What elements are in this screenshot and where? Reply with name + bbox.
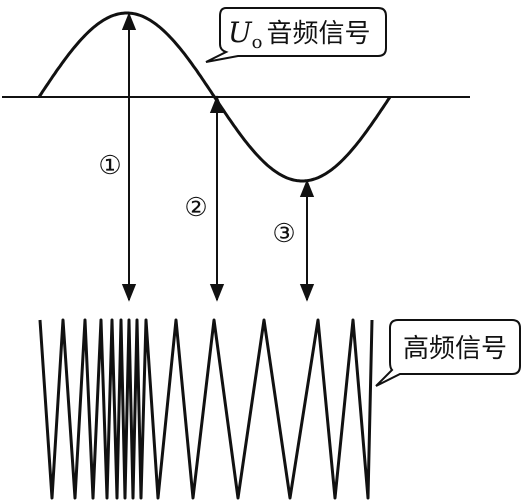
audio-callout-bubble [205,7,387,63]
svg-text:①: ① [98,151,121,181]
marker-3: ③ [270,218,298,249]
high-frequency-signal [38,318,374,500]
hf-signal-callout: 高频信号 [375,319,521,387]
hf-signal-label: 高频信号 [403,334,507,364]
marker-2: ② [182,192,210,223]
svg-text:②: ② [184,193,207,223]
marker-1: ① [96,150,124,181]
hf-callout-bubble [375,319,521,387]
svg-text:③: ③ [272,219,295,249]
